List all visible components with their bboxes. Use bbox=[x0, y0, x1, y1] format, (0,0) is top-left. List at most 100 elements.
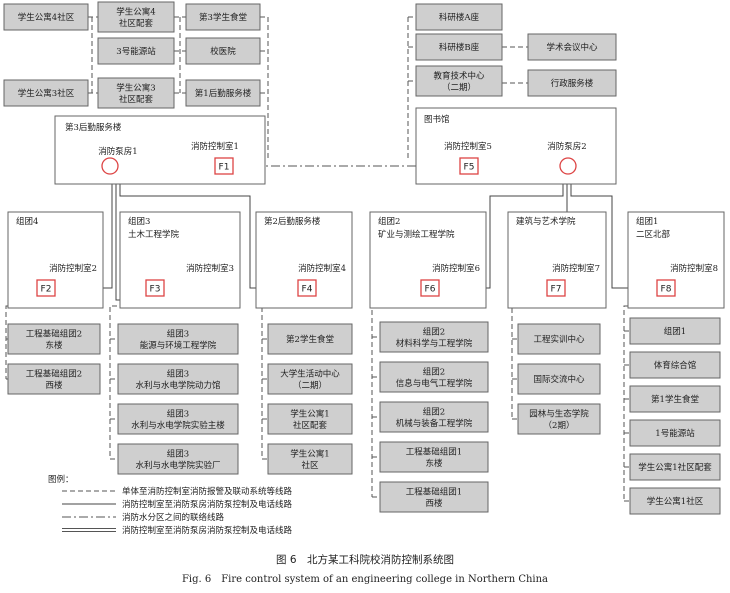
legend-item: 消防控制室至消防泵房消防泵控制及电话线路 bbox=[122, 525, 293, 536]
col-f6-item-label: 材料科学与工程学院 bbox=[396, 338, 473, 349]
col-f8-item-label: 学生公寓1社区 bbox=[647, 496, 704, 507]
col-f8-item-label: 学生公寓1社区配套 bbox=[638, 462, 712, 473]
col-f6-item-box bbox=[379, 361, 489, 393]
col-f7-item-label: 工程实训中心 bbox=[533, 334, 585, 345]
control-label: 消防控制室3 bbox=[186, 263, 234, 274]
f7-box-label: F7 bbox=[551, 285, 562, 295]
conference-label: 学术会议中心 bbox=[546, 42, 598, 53]
legend-title: 图例： bbox=[48, 474, 74, 485]
col-f4-item-label: （二期） bbox=[293, 380, 327, 391]
col-f3-item-box bbox=[117, 403, 239, 435]
col-f4-item-label: 第2学生食堂 bbox=[286, 334, 334, 345]
col-f7-item-label: （2期） bbox=[544, 420, 575, 431]
legend-item: 消防控制室至消防泵房消防泵控制及电话线路 bbox=[122, 499, 293, 510]
col-f4-item-label: 社区 bbox=[301, 460, 319, 471]
col-f7-item-box bbox=[517, 363, 601, 395]
edutech-label: （二期） bbox=[442, 82, 476, 93]
col-f4-item-label: 社区配套 bbox=[293, 420, 328, 431]
control1-label: 消防控制室1 bbox=[191, 141, 239, 152]
hospital-label: 校医院 bbox=[210, 46, 236, 57]
apt4-box bbox=[3, 3, 89, 31]
zone-title: 二区北部 bbox=[636, 229, 671, 240]
f4-box bbox=[297, 279, 317, 297]
col-f8-item-box bbox=[629, 385, 721, 413]
f8-box bbox=[656, 279, 676, 297]
f3-box-label: F3 bbox=[150, 285, 161, 295]
col-f8-item-box bbox=[629, 419, 721, 447]
f3-box bbox=[145, 279, 165, 297]
f1-box bbox=[214, 157, 234, 175]
col-f3-item-label: 组团3 bbox=[167, 368, 189, 379]
lab-b-box bbox=[415, 33, 503, 61]
col-f2-item-label: 工程基础组团2 bbox=[26, 368, 82, 379]
f4-box-label: F4 bbox=[302, 285, 313, 295]
col-f3-item-label: 组团3 bbox=[167, 328, 189, 339]
col-f8-item-box bbox=[629, 351, 721, 379]
apt3-support-box bbox=[97, 77, 175, 109]
control-label: 消防控制室7 bbox=[552, 263, 600, 274]
apt3-support-label: 社区配套 bbox=[119, 94, 154, 105]
pump1-label: 消防泵房1 bbox=[98, 146, 137, 157]
col-f4-item-label: 学生公寓1 bbox=[290, 448, 329, 459]
f1-box-label: F1 bbox=[219, 163, 230, 173]
edutech-label: 教育技术中心 bbox=[433, 70, 485, 81]
legend-item: 单体至消防控制室消防报警及联动系统等线路 bbox=[122, 486, 293, 497]
apt3-label: 学生公寓3社区 bbox=[18, 88, 75, 99]
col-f3-item-label: 组团3 bbox=[167, 448, 189, 459]
apt3-box bbox=[3, 79, 89, 107]
apt4-support-box bbox=[97, 1, 175, 33]
canteen3-box bbox=[185, 3, 261, 31]
zone-title: 组团4 bbox=[16, 216, 38, 227]
pump1-circle bbox=[101, 157, 119, 175]
col-f3-item-label: 水利与水电学院动力馆 bbox=[135, 380, 220, 391]
control5-label: 消防控制室5 bbox=[444, 141, 492, 152]
apt4-support-label: 学生公寓4 bbox=[116, 6, 155, 17]
col-f4-item-label: 大学生活动中心 bbox=[280, 368, 340, 379]
col-f6-item-label: 工程基础组团1 bbox=[406, 446, 462, 457]
col-f8-item-label: 1号能源站 bbox=[655, 428, 695, 439]
col-f6-item-label: 组团2 bbox=[423, 366, 445, 377]
f2-box-label: F2 bbox=[41, 285, 52, 295]
col-f6-item-box bbox=[379, 321, 489, 353]
col-f6-item-label: 机械与装备工程学院 bbox=[396, 418, 473, 429]
legend: 图例： 单体至消防控制室消防报警及联动系统等线路消防控制室至消防泵房消防泵控制及电… bbox=[48, 474, 293, 536]
apt3-support-label: 学生公寓3 bbox=[116, 82, 155, 93]
col-f6-item-label: 东楼 bbox=[425, 458, 443, 469]
col-f3-item-label: 能源与环境工程学院 bbox=[140, 340, 217, 351]
f6-box-label: F6 bbox=[425, 285, 436, 295]
edutech-box bbox=[415, 65, 503, 97]
col-f3-item-label: 水利与水电学院实验厂 bbox=[135, 460, 220, 471]
col-f2-item-label: 东楼 bbox=[45, 340, 63, 351]
col-f8-item-box bbox=[629, 453, 721, 481]
col-f6-item-label: 组团2 bbox=[423, 406, 445, 417]
col-f6-item-box bbox=[379, 481, 489, 513]
col-f4-item-box bbox=[267, 403, 353, 435]
zone-title: 建筑与艺术学院 bbox=[516, 216, 576, 227]
control-label: 消防控制室4 bbox=[298, 263, 346, 274]
col-f3-item-label: 组团3 bbox=[167, 408, 189, 419]
pump2-f8 bbox=[570, 173, 657, 289]
col-f2-item-label: 西楼 bbox=[45, 380, 63, 391]
pump2-circle bbox=[559, 157, 577, 175]
zone-f3 bbox=[119, 211, 241, 309]
canteen3-label: 第3学生食堂 bbox=[199, 12, 247, 23]
col-f8-item-label: 组团1 bbox=[664, 326, 686, 337]
zone-logistics3-title: 第3后勤服务楼 bbox=[65, 122, 122, 133]
col-f4-item-box bbox=[267, 363, 353, 395]
col-f3-item-label: 水利与水电学院实验主楼 bbox=[131, 420, 225, 431]
control-label: 消防控制室8 bbox=[670, 263, 718, 274]
zone-title: 土木工程学院 bbox=[128, 229, 180, 240]
diagram-nodes: 学生公寓4社区学生公寓4社区配套第3学生食堂3号能源站校医院学生公寓3社区学生公… bbox=[3, 1, 725, 515]
zone-title: 第2后勤服务楼 bbox=[264, 216, 321, 227]
admin-label: 行政服务楼 bbox=[551, 78, 594, 89]
f2-box bbox=[36, 279, 56, 297]
apt4-support-label: 社区配套 bbox=[119, 18, 154, 29]
col-f2-item-label: 工程基础组团2 bbox=[26, 328, 82, 339]
pump2-label: 消防泵房2 bbox=[547, 141, 586, 152]
caption-en: Fig. 6 Fire control system of an enginee… bbox=[182, 574, 548, 585]
col-f8-item-box bbox=[629, 487, 721, 515]
admin-box bbox=[527, 69, 617, 97]
zone-library bbox=[415, 107, 617, 185]
lab-b-label: 科研楼B座 bbox=[439, 42, 480, 53]
